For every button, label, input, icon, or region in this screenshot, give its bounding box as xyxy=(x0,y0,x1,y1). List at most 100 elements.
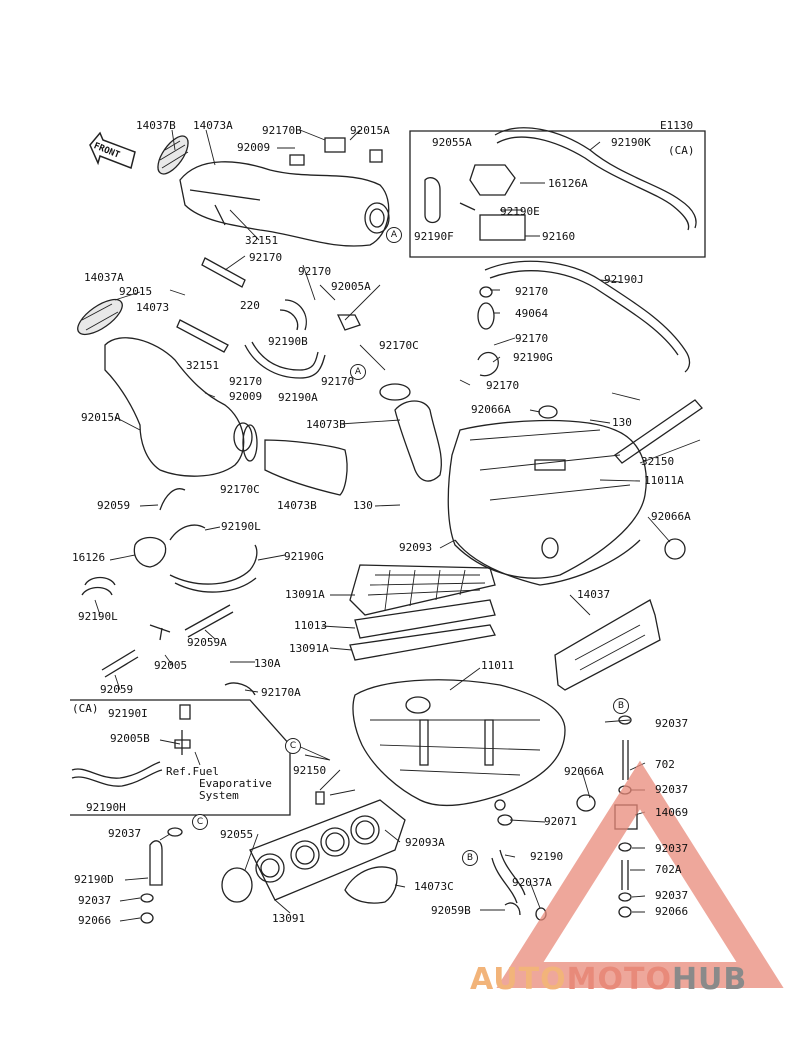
duct-14073a xyxy=(179,161,390,247)
part-label: 130 xyxy=(612,416,632,429)
part-label: 92190K xyxy=(611,136,651,149)
part-label: 92170 xyxy=(515,332,549,345)
funnel-14073c xyxy=(344,866,398,904)
part-label: 92071 xyxy=(544,815,578,828)
annotation-line: System xyxy=(199,789,239,802)
part-label: 92015A xyxy=(350,124,390,137)
part-label: 92160 xyxy=(542,230,576,243)
watermark-part1: AUTO xyxy=(470,962,567,997)
part-label: 92037 xyxy=(655,889,689,902)
part-label: 92190L xyxy=(221,520,261,533)
part-label: 92037 xyxy=(655,842,689,855)
front-arrow-icon xyxy=(89,131,136,170)
part-label: 14073 xyxy=(136,301,170,314)
part-label: 130 xyxy=(353,499,373,512)
part-label: 14069 xyxy=(655,806,689,819)
part-label: 92037 xyxy=(78,894,112,907)
part-label: 92170B xyxy=(262,124,302,137)
annotation-line: Ref.Fuel xyxy=(166,765,219,778)
valve-16126a xyxy=(469,164,516,196)
pipe-32150 xyxy=(614,399,703,464)
part-label: 14037 xyxy=(577,588,611,601)
duct-14073 xyxy=(104,337,245,477)
part-label: 92190G xyxy=(284,550,324,563)
part-label: 92055A xyxy=(432,136,472,149)
part-label: 92170 xyxy=(298,265,332,278)
callout-b: B xyxy=(462,850,478,866)
part-label: 92055 xyxy=(220,828,254,841)
part-label: 220 xyxy=(240,299,260,312)
part-label: 92170 xyxy=(249,251,283,264)
part-label: 92190D xyxy=(74,873,114,886)
part-label: 92059A xyxy=(187,636,227,649)
part-label: 92037 xyxy=(655,783,689,796)
part-label: 92066A xyxy=(471,403,511,416)
part-label: 92005 xyxy=(154,659,188,672)
part-label: 92190E xyxy=(500,205,540,218)
part-label: (CA) xyxy=(668,144,695,157)
part-label: 14073A xyxy=(193,119,233,132)
part-label: 92059 xyxy=(100,683,134,696)
mesh-screen-14037a xyxy=(77,298,123,336)
part-label: 32151 xyxy=(186,359,220,372)
duct-14073b-left xyxy=(264,439,348,496)
duct-14073b-right xyxy=(394,400,442,482)
ca-inset-box xyxy=(409,130,706,258)
part-label: 92009 xyxy=(237,141,271,154)
part-label: 92059B xyxy=(431,904,471,917)
part-label: 92170 xyxy=(486,379,520,392)
screen-14037 xyxy=(554,599,661,691)
part-label: 92150 xyxy=(293,764,327,777)
part-label: 92066A xyxy=(564,765,604,778)
part-label: 92015 xyxy=(119,285,153,298)
part-label: 92190J xyxy=(604,273,644,286)
pipe-32151 xyxy=(201,257,246,288)
carb-plate-13091 xyxy=(249,799,406,901)
part-label: 92190B xyxy=(268,335,308,348)
part-label: 92015A xyxy=(81,411,121,424)
callout-a: A xyxy=(386,227,402,243)
part-label: 92066A xyxy=(651,510,691,523)
part-label: 92190F xyxy=(414,230,454,243)
part-label: 92170A xyxy=(261,686,301,699)
hose-92190h xyxy=(71,761,161,779)
filter-element-11013 xyxy=(354,599,496,639)
callout-a: A xyxy=(350,364,366,380)
part-label: 32151 xyxy=(245,234,279,247)
hose-92190k xyxy=(494,127,697,229)
part-label: 92170C xyxy=(379,339,419,352)
part-label: 16126 xyxy=(72,551,106,564)
part-label: (CA) xyxy=(72,702,99,715)
part-label: 13091 xyxy=(272,912,306,925)
part-label: 13091A xyxy=(289,642,329,655)
part-label: 11011 xyxy=(481,659,515,672)
part-label: 16126A xyxy=(548,177,588,190)
watermark-logo xyxy=(496,760,784,988)
part-label: 92093 xyxy=(399,541,433,554)
part-label: 14037B xyxy=(136,119,176,132)
part-label: 92037 xyxy=(108,827,142,840)
part-label: 92190I xyxy=(108,707,148,720)
gasket-92093 xyxy=(454,539,641,586)
part-label: 49064 xyxy=(515,307,549,320)
part-label: 13091A xyxy=(285,588,325,601)
part-label: 130A xyxy=(254,657,281,670)
callout-c: C xyxy=(192,814,208,830)
filter-frame-13091a xyxy=(349,564,496,616)
part-label: 92190A xyxy=(278,391,318,404)
part-label: 11011A xyxy=(644,474,684,487)
annotation-line: Evaporative xyxy=(199,777,272,790)
callout-c: C xyxy=(285,738,301,754)
part-label: 92190G xyxy=(513,351,553,364)
part-label: 92170 xyxy=(229,375,263,388)
watermark-part2: MOTO xyxy=(566,962,672,997)
part-label: 92005A xyxy=(331,280,371,293)
part-label: 92005B xyxy=(110,732,150,745)
part-label: 11013 xyxy=(294,619,328,632)
part-label: 702 xyxy=(655,758,675,771)
part-label: 92190 xyxy=(530,850,564,863)
callout-b: B xyxy=(613,698,629,714)
part-label: 92170C xyxy=(220,483,260,496)
